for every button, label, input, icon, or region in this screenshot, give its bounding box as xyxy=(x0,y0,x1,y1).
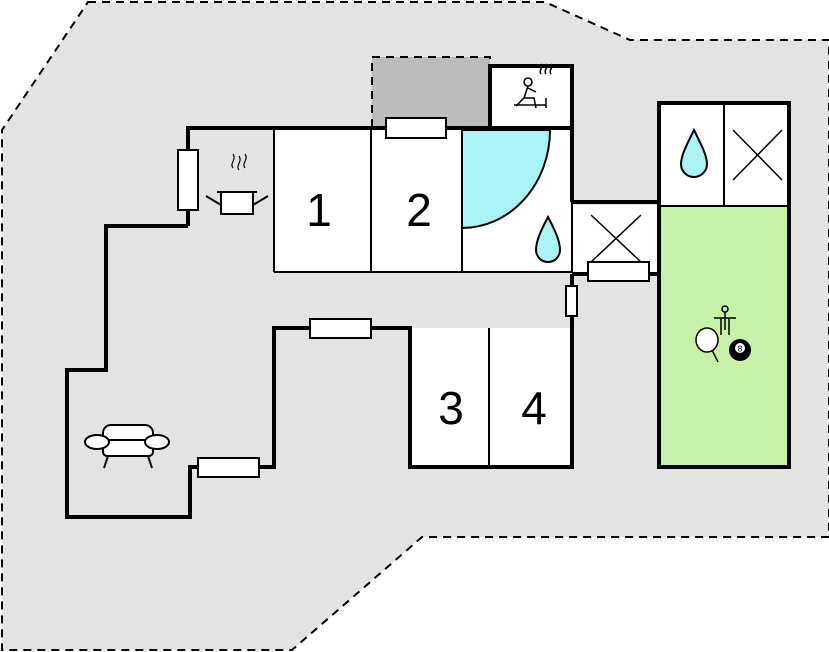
room-bedroom-4 xyxy=(489,328,572,467)
room-activity xyxy=(659,206,789,467)
table-football-icon xyxy=(714,305,736,335)
window xyxy=(197,457,260,478)
window xyxy=(385,117,447,139)
window xyxy=(309,318,372,339)
window xyxy=(587,261,650,282)
window xyxy=(565,285,578,317)
room-label-3: 3 xyxy=(438,382,464,434)
room-bedroom-3 xyxy=(410,328,489,467)
cooking-pot-icon xyxy=(205,153,269,215)
sauna-icon xyxy=(514,63,553,109)
shower-area xyxy=(461,129,552,230)
cross-icon xyxy=(590,214,642,263)
cross-icon xyxy=(732,129,783,181)
window xyxy=(177,149,199,211)
room-bedroom-2 xyxy=(371,130,462,272)
room-label-2: 2 xyxy=(406,184,432,236)
interior-walls xyxy=(273,103,789,467)
water-drop-icon xyxy=(534,214,562,263)
terrace xyxy=(371,56,491,129)
room-label-4: 4 xyxy=(521,382,547,434)
billiard-ball-number: 8 xyxy=(738,345,743,354)
room-bedroom-1 xyxy=(274,130,371,272)
windows xyxy=(177,117,650,478)
room-label-1: 1 xyxy=(306,184,332,236)
sofa-icon xyxy=(84,424,170,469)
ping-pong-icon xyxy=(695,327,719,363)
billiard-ball-number-background xyxy=(735,343,745,353)
water-drop-icon xyxy=(679,127,709,178)
